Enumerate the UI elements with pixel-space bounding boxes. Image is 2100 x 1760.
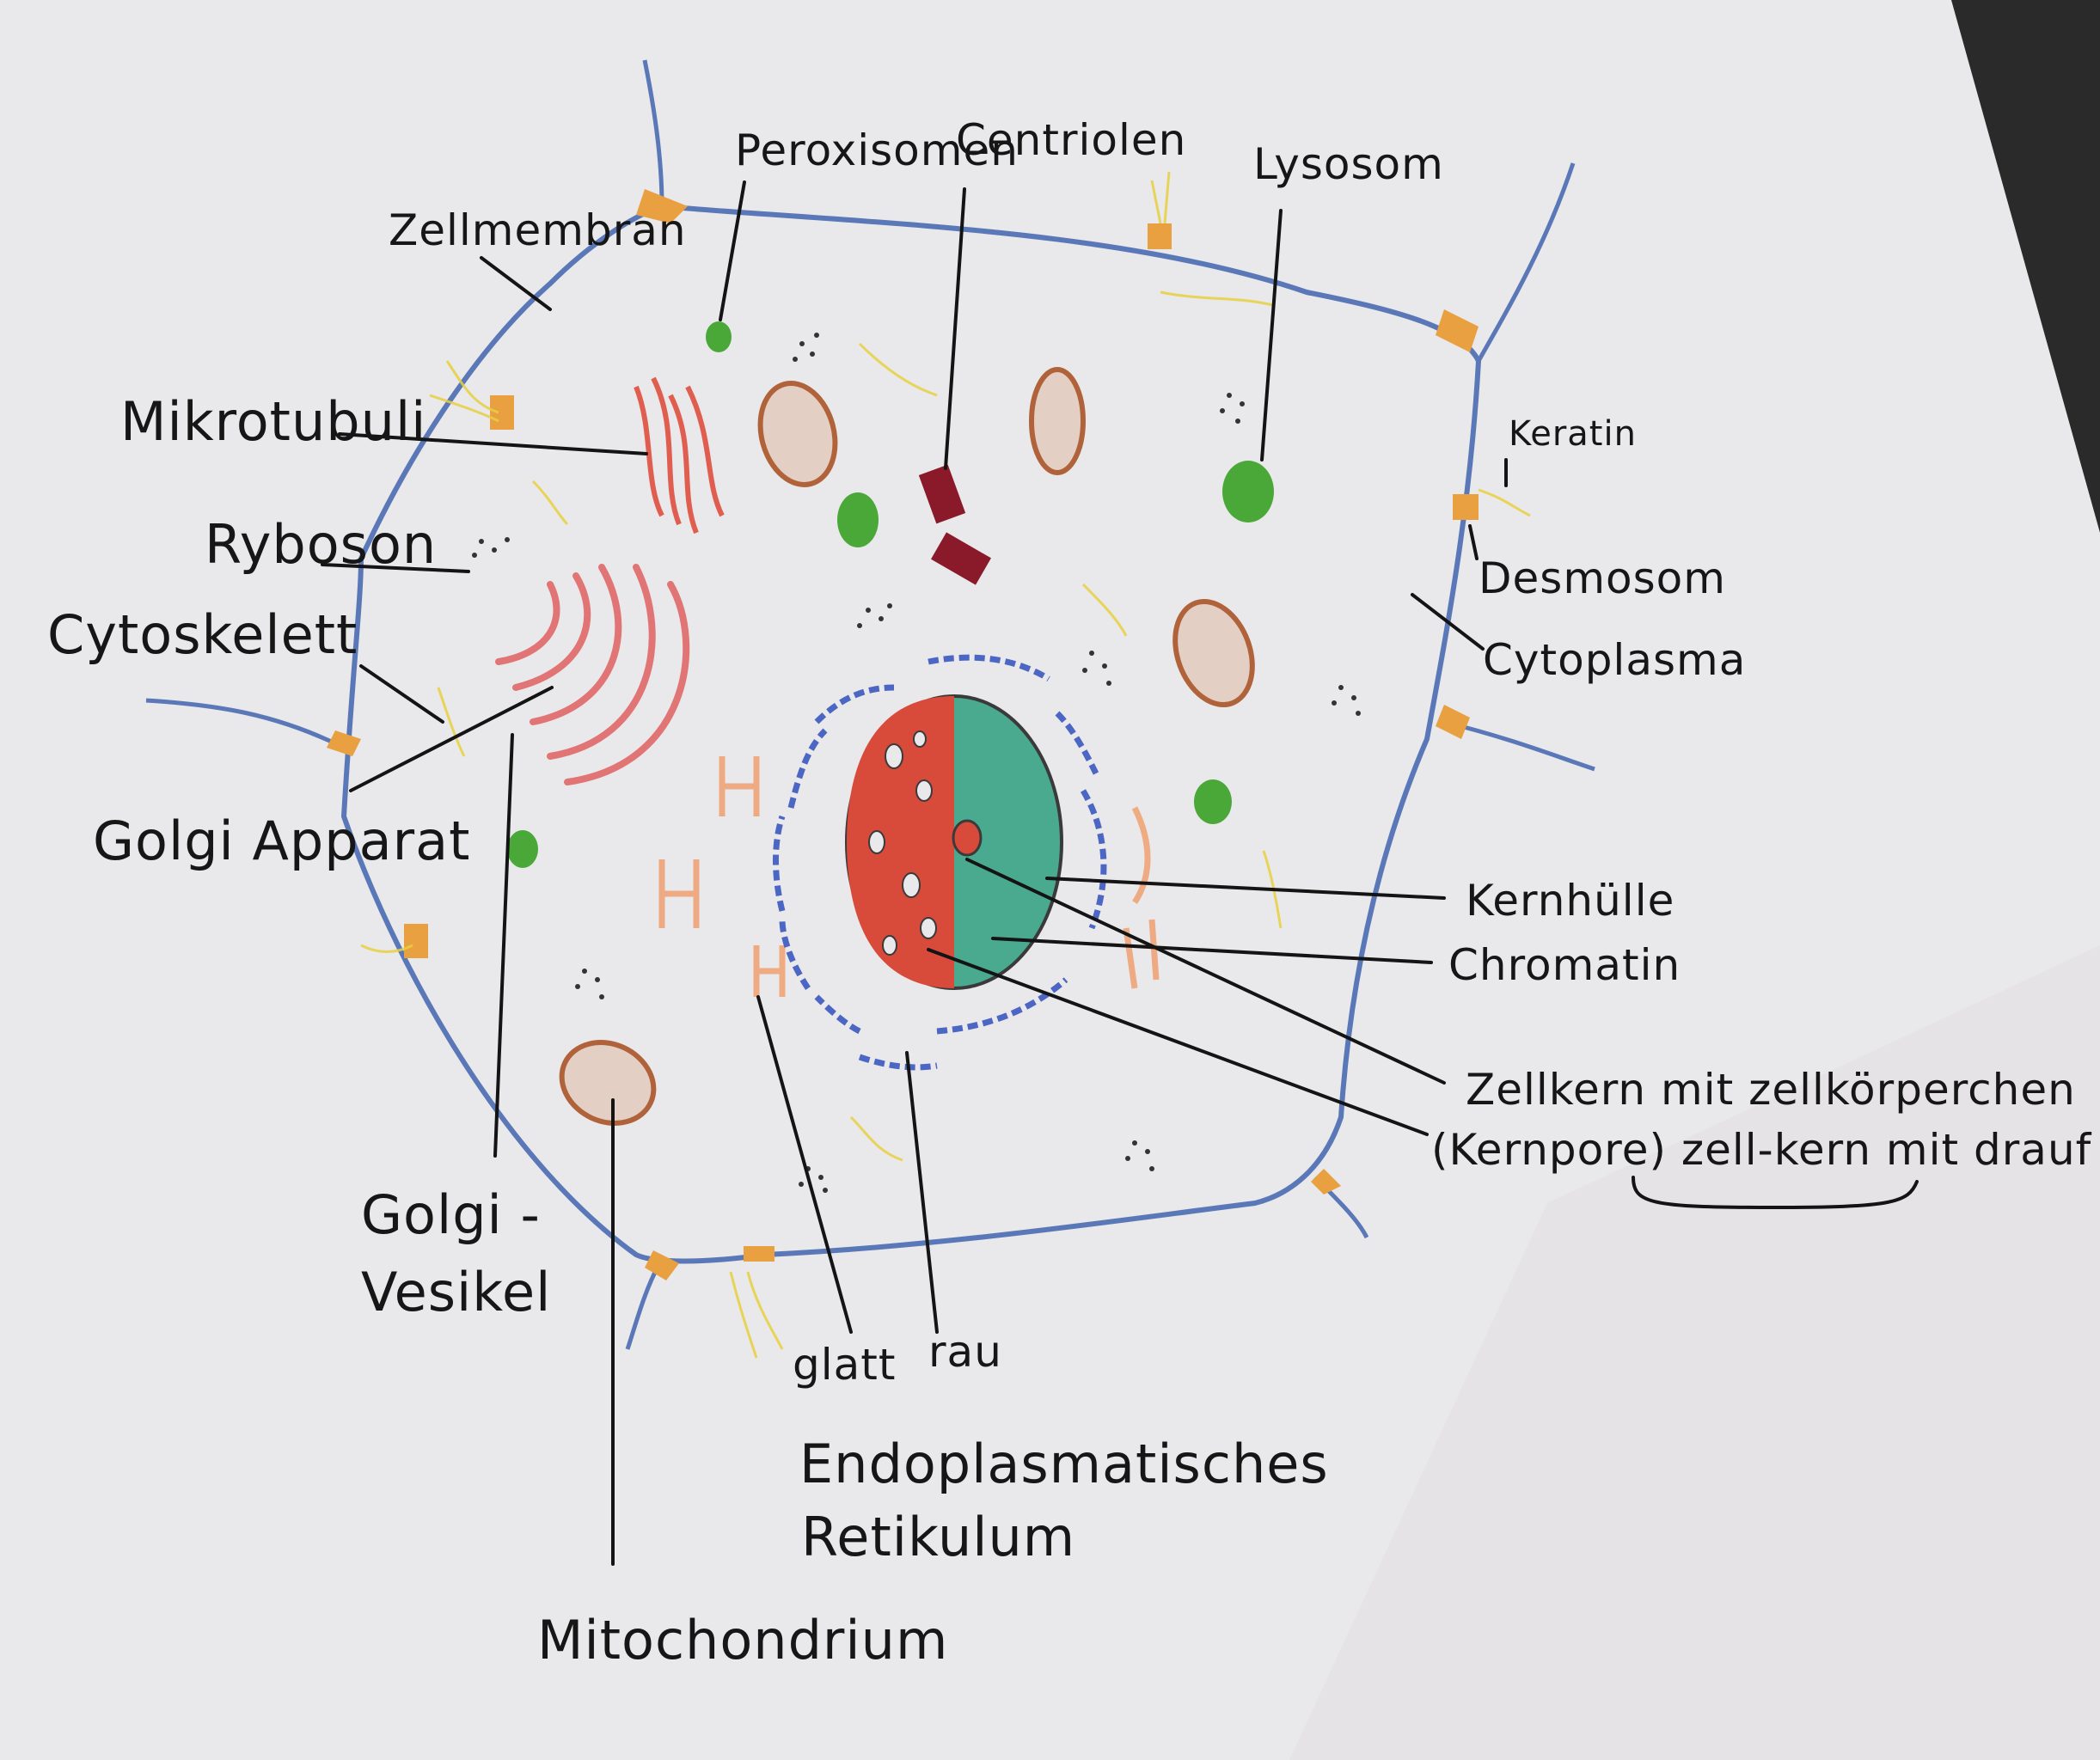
label-keratin: Keratin <box>1509 414 1637 454</box>
label-ryboson: Ryboson <box>205 513 437 576</box>
label-desmosom: Desmosom <box>1479 553 1726 603</box>
label-er-2: Retikulum <box>801 1506 1075 1568</box>
golgi-apparatus <box>495 564 690 785</box>
rough-er <box>773 654 1107 1071</box>
microtubuli <box>634 376 725 535</box>
nucleus <box>845 694 1063 990</box>
label-mitochondrium: Mitochondrium <box>537 1609 948 1671</box>
label-centriolen: Centriolen <box>956 115 1186 165</box>
smooth-er <box>658 756 1160 997</box>
mitochondria <box>559 367 1255 1126</box>
label-cytoplasma: Cytoplasma <box>1483 635 1746 685</box>
label-glatt: glatt <box>793 1340 896 1390</box>
leader-lines <box>321 180 1919 1566</box>
neighbor-membrane-right <box>1443 719 1595 772</box>
label-golgi-vesikel-2: Vesikel <box>361 1261 551 1323</box>
label-er-1: Endoplasmatisches <box>799 1433 1329 1495</box>
neighbor-membrane-right-top <box>1476 162 1576 363</box>
label-chromatin: Chromatin <box>1448 940 1681 990</box>
label-mikrotubuli: Mikrotubuli <box>120 390 426 453</box>
desmosomes <box>327 189 1479 1280</box>
label-cytoskelett: Cytoskelett <box>47 603 358 666</box>
label-kernhuelle: Kernhülle <box>1466 876 1674 926</box>
lysosomes <box>507 321 1274 868</box>
label-golgi-apparat: Golgi Apparat <box>93 810 470 872</box>
label-peroxisomen: Peroxisomen <box>735 125 1019 175</box>
labels: Zellmembran Peroxisomen Centriolen Lysos… <box>47 115 2092 1671</box>
centrioles <box>918 464 991 585</box>
neighbor-membrane-top <box>642 59 664 207</box>
neighbor-membrane-left <box>145 698 346 750</box>
keratin-filaments <box>360 171 1531 1359</box>
label-zellmembran: Zellmembran <box>389 205 687 255</box>
label-lysosom: Lysosom <box>1253 139 1444 189</box>
cell-membrane <box>341 204 1481 1264</box>
label-rau: rau <box>928 1327 1002 1377</box>
label-kernpore: (Kernpore) zell-kern mit drauf <box>1431 1125 2092 1175</box>
paper-shadow <box>1289 945 2100 1760</box>
label-golgi-vesikel-1: Golgi - <box>361 1183 541 1246</box>
label-zellkern: Zellkern mit zellkörperchen <box>1466 1065 2076 1115</box>
